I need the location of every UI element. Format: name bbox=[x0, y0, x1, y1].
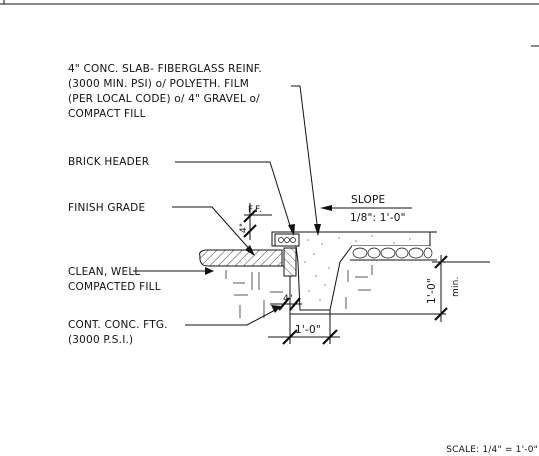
slab-callout-line2: (3000 MIN. PSI) o/ POLYETH. FILM bbox=[68, 78, 249, 90]
step-tick-bottom bbox=[243, 224, 257, 238]
offset-tick-right bbox=[289, 297, 301, 311]
brick-core-3 bbox=[290, 237, 296, 243]
concrete-speckle bbox=[304, 235, 411, 301]
brick-header-arrow bbox=[288, 224, 295, 236]
brick-header-label: BRICK HEADER bbox=[68, 156, 149, 168]
foundation-block bbox=[283, 247, 297, 277]
brick-header-leader bbox=[175, 161, 293, 233]
scale-note: SCALE: 1/4" = 1'-0" bbox=[446, 445, 538, 455]
clean-fill-line2: COMPACTED FILL bbox=[68, 281, 161, 293]
width-tick-left bbox=[282, 329, 298, 345]
footing-arrow bbox=[271, 305, 281, 313]
footing-leader bbox=[185, 308, 278, 326]
earth-hatch bbox=[225, 265, 373, 318]
step-tick-top bbox=[243, 209, 257, 223]
brick-core-2 bbox=[284, 237, 290, 243]
brick-core-1 bbox=[278, 237, 284, 243]
offset-tick-left bbox=[278, 297, 290, 311]
finish-grade-label: FINISH GRADE bbox=[68, 202, 145, 214]
step-dim-label: 4" bbox=[239, 223, 249, 233]
finish-grade-leader bbox=[172, 206, 253, 253]
depth-min-note: min. bbox=[451, 276, 461, 297]
slab-leader-arrow bbox=[314, 224, 321, 236]
clean-fill-arrow bbox=[205, 267, 214, 275]
finish-grade-pavement bbox=[199, 249, 283, 267]
depth-dim-label: 1'-0" bbox=[426, 278, 438, 304]
width-tick-right bbox=[322, 329, 338, 345]
slab-leader bbox=[291, 85, 319, 233]
depth-tick-top bbox=[434, 255, 448, 269]
footing-line2: (3000 P.S.I.) bbox=[68, 334, 133, 346]
slab-callout-line3: (PER LOCAL CODE) o/ 4" GRAVEL o/ bbox=[68, 93, 260, 105]
footing-line1: CONT. CONC. FTG. bbox=[68, 319, 168, 331]
brick-header bbox=[274, 233, 300, 247]
width-dim-label: 1'-0" bbox=[295, 324, 321, 336]
slope-label: SLOPE bbox=[351, 194, 385, 206]
slab-callout-line4: COMPACT FILL bbox=[68, 108, 146, 120]
slope-arrowhead bbox=[320, 205, 332, 211]
slab-callout-line1: 4" CONC. SLAB- FIBERGLASS REINF. bbox=[68, 63, 262, 75]
depth-tick-bottom bbox=[434, 307, 448, 321]
gravel-stones bbox=[352, 247, 433, 259]
clean-fill-line1: CLEAN, WELL bbox=[68, 266, 140, 278]
slope-ratio: 1/8": 1'-0" bbox=[350, 212, 406, 224]
